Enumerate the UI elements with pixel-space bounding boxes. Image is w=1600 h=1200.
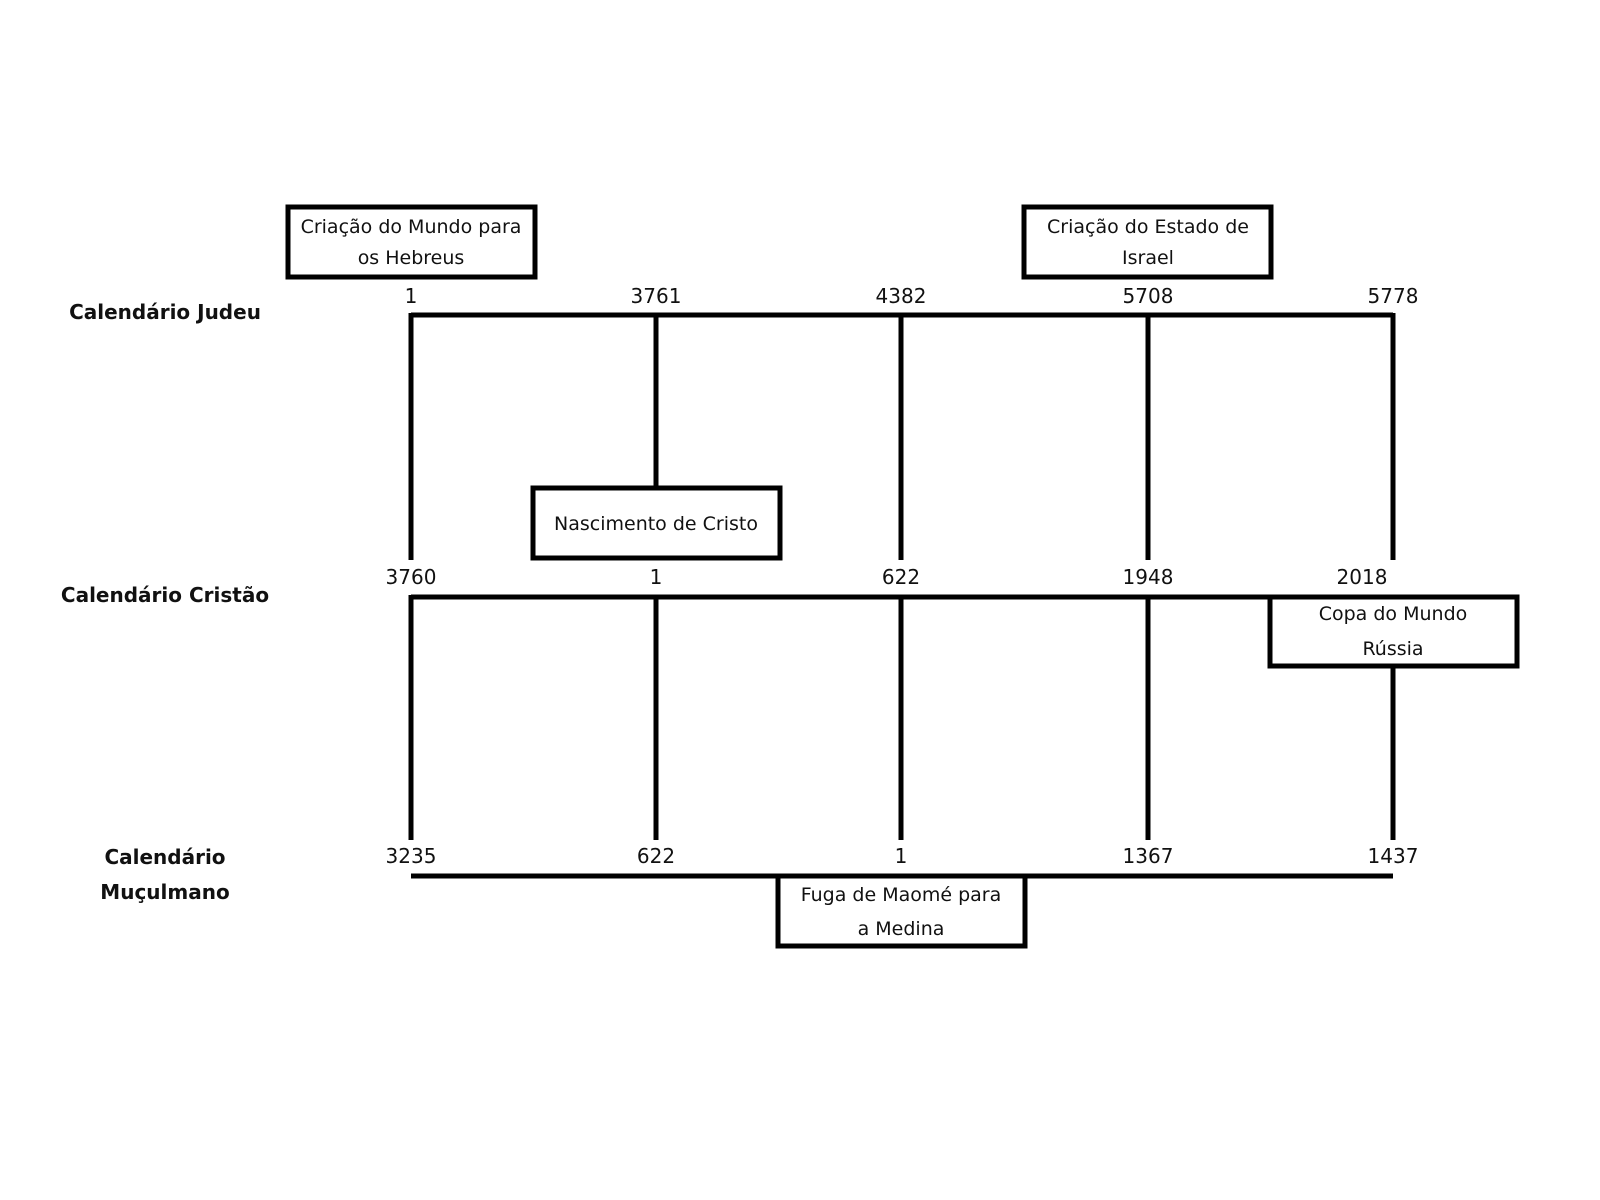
event-text: Criação do Estado de	[1047, 216, 1249, 238]
year-label: 622	[637, 844, 675, 868]
row-label-muslim-2: Muçulmano	[100, 880, 229, 904]
event-text: Israel	[1122, 247, 1174, 269]
year-label: 1437	[1368, 844, 1419, 868]
event-text: Rússia	[1362, 638, 1423, 660]
event-text: Fuga de Maomé para	[801, 884, 1002, 906]
event-box-fuga-maome: Fuga de Maomé para a Medina	[775, 873, 1028, 949]
year-label: 4382	[876, 284, 927, 308]
row-label-christian: Calendário Cristão	[61, 583, 269, 607]
event-text: Nascimento de Cristo	[554, 513, 758, 535]
year-label: 5778	[1368, 284, 1419, 308]
year-label: 1948	[1123, 565, 1174, 589]
event-text: a Medina	[858, 918, 945, 940]
row-label-jewish: Calendário Judeu	[69, 300, 261, 324]
event-text: Copa do Mundo	[1319, 603, 1468, 625]
year-label: 3760	[386, 565, 437, 589]
event-text: Criação do Mundo para	[301, 216, 522, 238]
event-box-criacao-mundo: Criação do Mundo para os Hebreus	[285, 204, 538, 280]
event-box-estado-israel: Criação do Estado de Israel	[1021, 204, 1274, 280]
year-label: 2018	[1337, 565, 1388, 589]
year-label: 3235	[386, 844, 437, 868]
row-label-muslim-1: Calendário	[104, 845, 225, 869]
year-label: 1	[895, 844, 908, 868]
year-label: 1	[405, 284, 418, 308]
event-box-copa-mundo: Copa do Mundo Rússia	[1267, 594, 1520, 669]
year-label: 5708	[1123, 284, 1174, 308]
event-box-nascimento-cristo: Nascimento de Cristo	[530, 485, 783, 561]
year-label: 1	[650, 565, 663, 589]
year-label: 622	[882, 565, 920, 589]
year-label: 3761	[631, 284, 682, 308]
year-label: 1367	[1123, 844, 1174, 868]
event-text: os Hebreus	[358, 247, 465, 269]
